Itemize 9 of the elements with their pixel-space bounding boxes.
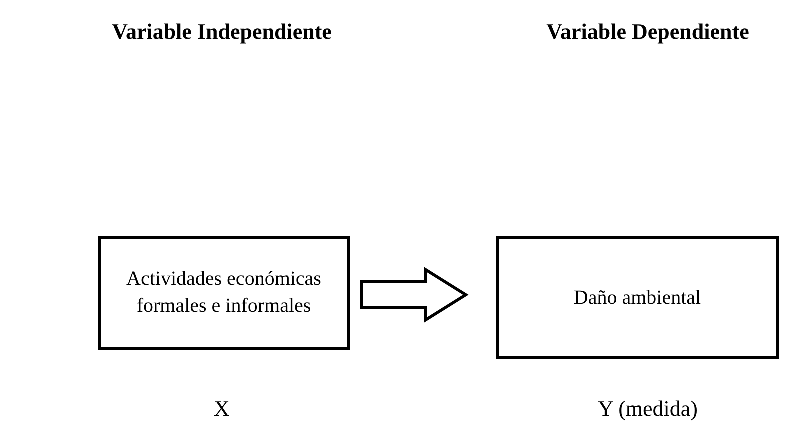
variable-symbol: Y (medida) (597, 395, 699, 423)
variable-heading: Variable Independiente (111, 18, 333, 46)
box-text: Daño ambiental (574, 286, 702, 310)
block-arrow (360, 267, 469, 323)
variable-heading: Variable Dependiente (546, 18, 750, 46)
variable-symbol: X (213, 395, 231, 423)
box-text: Actividades económicas formales e informales (126, 267, 322, 319)
text-box (98, 236, 350, 350)
text-box (496, 236, 779, 359)
